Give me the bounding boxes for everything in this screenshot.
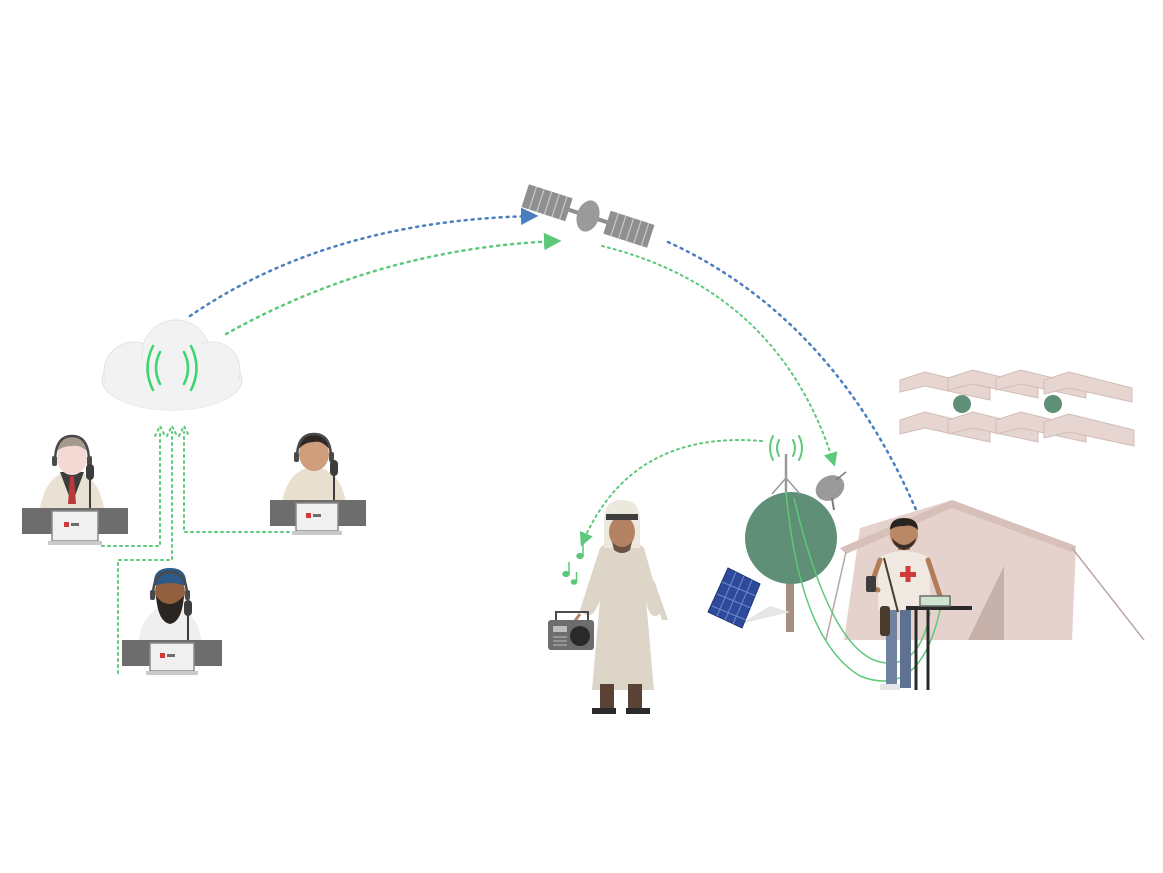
cloud-to-satellite-link-green bbox=[224, 232, 562, 336]
studio-presenter-3 bbox=[122, 568, 222, 675]
satellite-to-dish-link-green bbox=[601, 245, 838, 467]
uplink-arrow-1 bbox=[154, 423, 166, 437]
field-table bbox=[906, 595, 972, 690]
red-cross-icon bbox=[900, 566, 916, 582]
broadcast-waves-icon bbox=[769, 435, 803, 461]
radio-mast-icon bbox=[769, 435, 803, 495]
refugee-camp-icon bbox=[899, 369, 1135, 447]
studio-presenter-2 bbox=[270, 432, 366, 535]
power-cables bbox=[785, 491, 941, 682]
laptop-icon bbox=[919, 595, 951, 607]
signal-links bbox=[101, 207, 946, 674]
studio-presenter-1 bbox=[22, 434, 128, 545]
satellite-icon bbox=[521, 184, 655, 248]
studio-3-uplink bbox=[117, 431, 173, 674]
wifi-cloud-icon bbox=[101, 319, 243, 411]
aid-worker bbox=[866, 518, 943, 690]
music-note-icon bbox=[562, 544, 584, 585]
studio-1-uplink bbox=[101, 431, 161, 547]
tent bbox=[825, 500, 1145, 641]
headphones-icon bbox=[151, 570, 189, 597]
tree bbox=[745, 492, 837, 632]
microphone-icon bbox=[330, 460, 338, 476]
phone-icon bbox=[866, 576, 876, 592]
headphones-icon bbox=[53, 434, 91, 463]
radio-listener bbox=[572, 500, 668, 714]
antenna-to-listener-link-green bbox=[579, 439, 763, 547]
satellite-dish-icon bbox=[815, 471, 847, 511]
headphones-icon bbox=[295, 432, 333, 459]
solar-panel-icon bbox=[707, 567, 790, 629]
studio-2-uplink bbox=[183, 431, 296, 533]
uplink-arrow-3 bbox=[178, 423, 190, 437]
microphone-icon bbox=[184, 600, 192, 616]
studio-uplink-lines bbox=[101, 423, 296, 674]
microphone-icon bbox=[86, 464, 94, 480]
wifi-waves-icon bbox=[146, 344, 198, 392]
uplink-arrow-2 bbox=[166, 423, 178, 437]
portable-radio-icon bbox=[548, 611, 594, 650]
camp-tree bbox=[953, 395, 971, 413]
cloud-to-satellite-link-blue bbox=[188, 207, 539, 318]
camp-tree bbox=[1044, 395, 1062, 413]
